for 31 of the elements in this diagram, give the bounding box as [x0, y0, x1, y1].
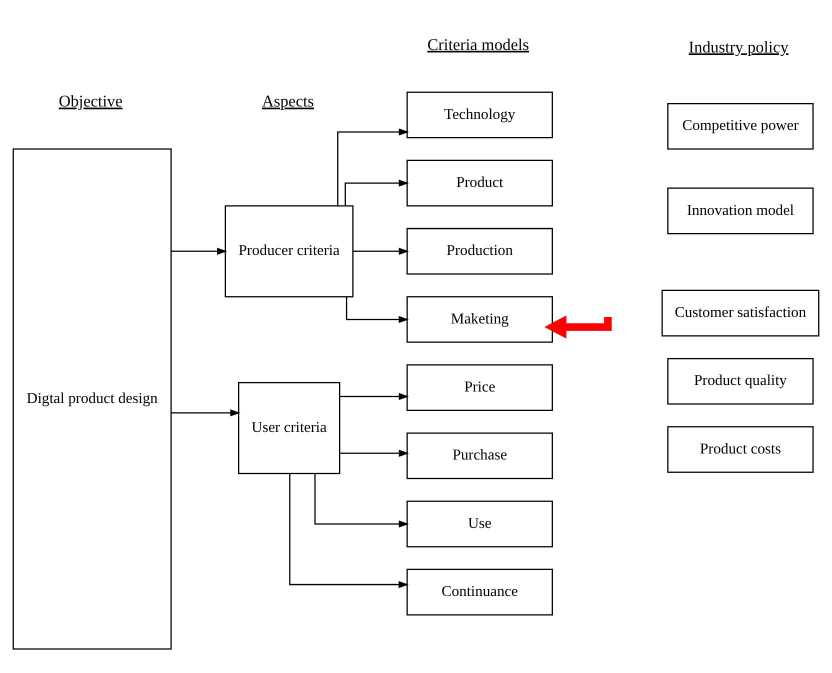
label: Aspects — [262, 92, 314, 111]
arrow — [337, 128, 409, 206]
node-box: Use — [406, 500, 553, 548]
node-box: Digtal product design — [12, 148, 172, 650]
arrow — [340, 450, 409, 457]
arrow — [344, 180, 409, 206]
arrow — [171, 409, 240, 416]
node-box: Product quality — [667, 358, 814, 405]
arrow — [289, 474, 409, 588]
arrow — [171, 248, 228, 255]
node-box: Maketing — [406, 296, 553, 343]
node-box: User criteria — [238, 382, 340, 474]
node-box: Product — [406, 160, 553, 206]
node-box: Competitive power — [667, 102, 814, 150]
node-box: Continuance — [406, 568, 553, 616]
node-box: Price — [406, 364, 553, 411]
label: Criteria models — [427, 34, 529, 54]
label: Industry policy — [688, 37, 788, 56]
arrow — [340, 392, 409, 400]
node-box: Technology — [406, 92, 553, 138]
arrow — [314, 474, 409, 528]
label: Objective — [58, 92, 123, 111]
node-box: Purchase — [406, 432, 553, 480]
node-box: Innovation model — [667, 188, 814, 234]
node-box: Producer criteria — [224, 205, 354, 298]
node-box: Customer satisfaction — [662, 290, 820, 336]
node-box: Production — [406, 228, 553, 275]
arrow — [353, 248, 409, 255]
arrow — [346, 296, 409, 323]
arrow — [544, 315, 612, 339]
node-box: Product costs — [667, 426, 814, 473]
